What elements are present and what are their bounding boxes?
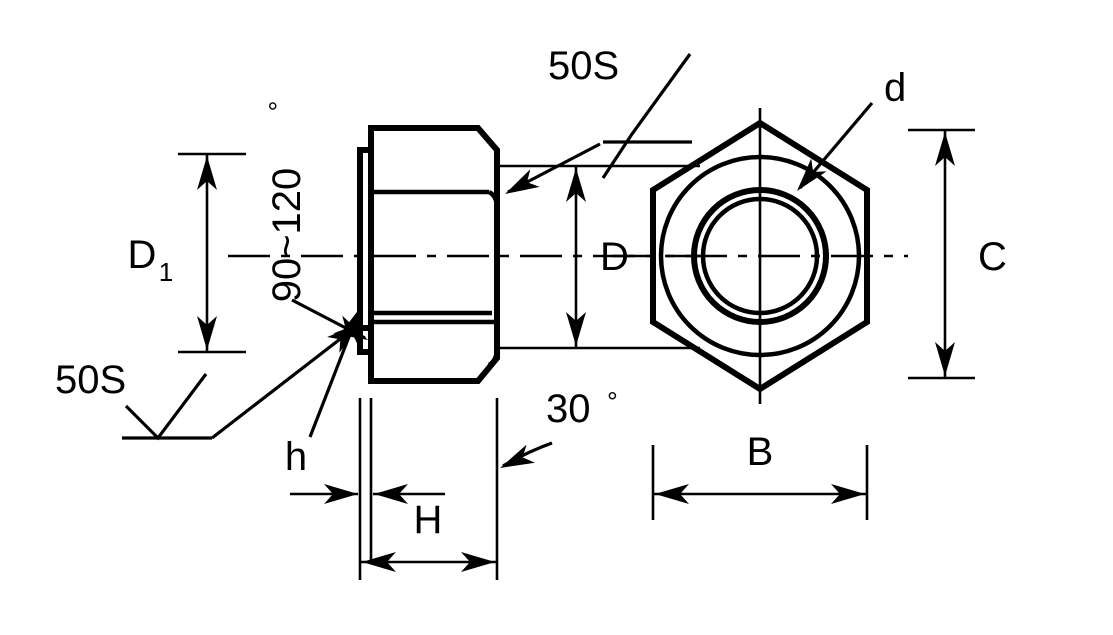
- nut-flange-step-outline: [357, 147, 371, 331]
- dimension-label-h: h: [285, 435, 307, 479]
- dimension-H: H: [360, 398, 499, 580]
- annotation-seat-angle-30: 30 °: [495, 387, 618, 478]
- nut-upper-chamfer-curve: [487, 189, 500, 209]
- dimension-label-D: D: [600, 235, 629, 279]
- dimension-d-leader: d: [789, 66, 906, 198]
- dimension-label-D1-subscript: 1: [159, 257, 173, 287]
- dimension-label-H: H: [414, 498, 443, 542]
- dimension-B: B: [651, 430, 869, 520]
- annotation-label-chamfer-angle: 90~120: [265, 168, 309, 303]
- dimension-C: C: [908, 128, 1007, 380]
- dimension-label-C: C: [978, 235, 1007, 279]
- dimension-D: D: [497, 164, 700, 350]
- dimension-label-d: d: [884, 66, 906, 110]
- dimension-label-D1: D: [128, 233, 157, 277]
- degree-symbol-chamfer-angle: °: [264, 101, 294, 112]
- surface-finish-bottom-leader: [211, 324, 358, 440]
- annotation-label-50S-top: 50S: [548, 44, 619, 88]
- end-view-hexagon: [612, 108, 908, 404]
- annotation-chamfer-angle: 90~120 °: [264, 101, 373, 349]
- annotation-label-30deg: 30: [546, 387, 591, 431]
- annotation-label-50S-bottom: 50S: [55, 358, 126, 402]
- dimension-label-B: B: [747, 430, 774, 474]
- dimension-D1: D 1: [128, 152, 246, 354]
- degree-symbol-30: °: [607, 387, 618, 417]
- nut-lower-chamfer-curve: [487, 351, 500, 368]
- annotation-surface-finish-top: 50S: [500, 44, 692, 203]
- annotation-surface-finish-bottom: 50S: [55, 316, 367, 441]
- surface-finish-top-check: [601, 53, 692, 179]
